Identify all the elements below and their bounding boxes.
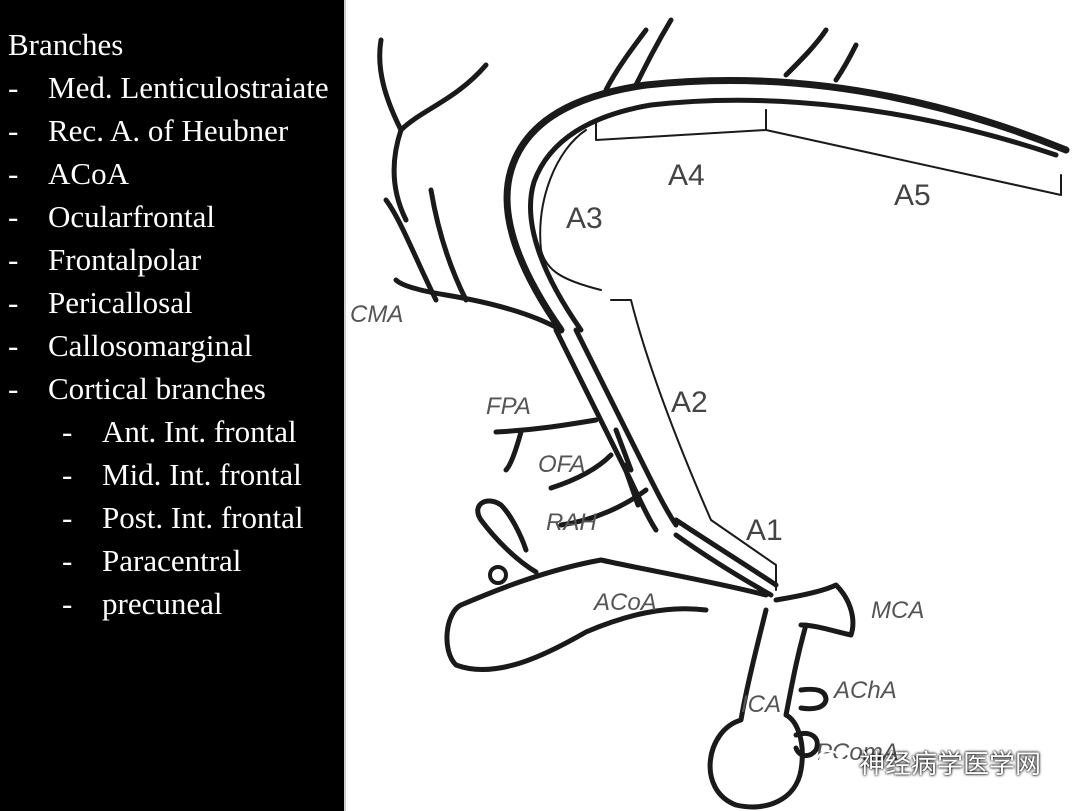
label-pcoma: PComA (816, 739, 899, 766)
bracket-a4 (595, 109, 767, 141)
label-a4: A4 (668, 159, 705, 192)
label-fpa: FPA (486, 393, 531, 420)
list-item: -Cortical branches (8, 367, 266, 410)
watermark-text: 神经病学医学网 (858, 750, 1041, 780)
list-item-text: Med. Lenticulostraiate (48, 70, 329, 105)
label-a5: A5 (894, 179, 931, 212)
list-item-text: Cortical branches (48, 371, 266, 406)
aca-anatomy-diagram: A1 A2 A3 A4 A5 CMA FPA OFA RAH ACoA MCA … (350, 17, 1070, 810)
list-item-text: Frontalpolar (48, 242, 202, 277)
cma-upper (383, 187, 469, 303)
label-a3: A3 (566, 202, 603, 235)
list-subitem-text: Mid. Int. frontal (102, 457, 302, 492)
left-text-panel: Branches -Med. Lenticulostraiate -Rec. A… (0, 0, 344, 811)
branches-list: Branches -Med. Lenticulostraiate -Rec. A… (8, 23, 329, 625)
list-title: Branches (8, 23, 123, 66)
label-rah: RAH (546, 509, 597, 536)
bracket-a5 (765, 109, 1062, 196)
cma-vessel (393, 277, 564, 333)
a1-vessel (673, 517, 779, 598)
bracket-a3 (539, 129, 602, 291)
ica-vessel (707, 607, 809, 810)
bracket-a1 (710, 519, 777, 591)
list-subitem-text: precuneal (102, 586, 223, 621)
diagram-panel: A1 A2 A3 A4 A5 CMA FPA OFA RAH ACoA MCA … (344, 0, 1077, 811)
list-item-text: Callosomarginal (48, 328, 253, 363)
list-item: -Med. Lenticulostraiate (8, 66, 329, 109)
acha-vessel (798, 686, 829, 712)
mca-vessel (773, 582, 856, 638)
list-item: -Ocularfrontal (8, 195, 215, 238)
left-nub (488, 565, 508, 585)
wechat-icon (815, 749, 850, 776)
label-a1: A1 (746, 514, 783, 547)
list-subitem-text: Post. Int. frontal (102, 500, 304, 535)
list-item: -Rec. A. of Heubner (8, 109, 288, 152)
upper-branches (603, 17, 859, 93)
list-subitem: -Post. Int. frontal (8, 496, 304, 539)
perforator-bars (613, 427, 641, 508)
fpa-vessel (493, 417, 599, 473)
acoa-trunk (444, 557, 769, 673)
list-subitem: -Ant. Int. frontal (8, 410, 297, 453)
list-item-text: Rec. A. of Heubner (48, 113, 289, 148)
pericallosal-inner (528, 97, 1059, 333)
label-ofa: OFA (538, 451, 586, 478)
list-item-text: Pericallosal (48, 285, 193, 320)
a2-vessel (553, 327, 679, 533)
list-item: -Frontalpolar (8, 238, 201, 281)
watermark: 神经病学医学网 (815, 744, 1041, 781)
label-acha: AChA (832, 677, 897, 704)
label-ica: ICA (741, 691, 781, 718)
list-subitem: -Mid. Int. frontal (8, 453, 302, 496)
list-subitem: -Paracentral (8, 539, 241, 582)
label-mca: MCA (871, 597, 924, 624)
list-subitem-text: Ant. Int. frontal (102, 414, 297, 449)
list-title-text: Branches (8, 27, 124, 62)
bracket-a2 (610, 299, 712, 521)
label-cma: CMA (350, 301, 403, 328)
left-knob (475, 498, 539, 575)
list-item: -Pericallosal (8, 281, 193, 324)
list-item-text: ACoA (48, 156, 129, 191)
label-a2: A2 (671, 386, 708, 419)
list-subitem: -precuneal (8, 582, 222, 625)
label-acoa: ACoA (592, 589, 657, 616)
list-item: -Callosomarginal (8, 324, 252, 367)
list-item-text: Ocularfrontal (48, 199, 215, 234)
pericallosal-outer (503, 76, 1070, 334)
list-subitem-text: Paracentral (102, 543, 242, 578)
frontal-branches (377, 37, 489, 223)
rah-vessel (558, 487, 649, 528)
list-item: -ACoA (8, 152, 129, 195)
ofa-vessel (548, 452, 614, 491)
pcoma-vessel (793, 731, 820, 759)
